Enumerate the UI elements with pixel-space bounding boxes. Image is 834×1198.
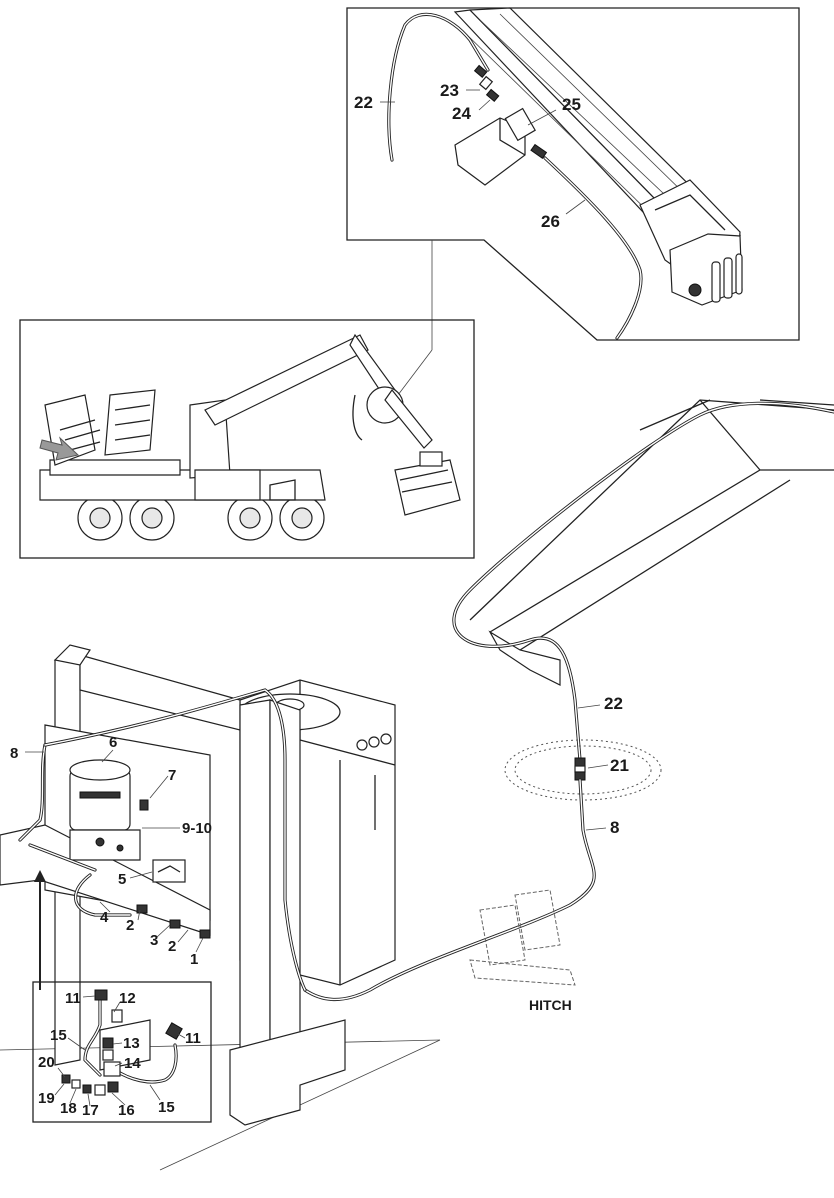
- callout-24: 24: [452, 104, 471, 123]
- detail-callout-13: 13: [123, 1035, 140, 1052]
- machine-overview-inset: [19, 319, 475, 559]
- detail-callout-15-b: 15: [158, 1099, 175, 1116]
- hitch-label: HITCH: [529, 997, 572, 1013]
- callout-2-b: 2: [168, 938, 176, 955]
- detail-callout-11-a: 11: [65, 990, 81, 1007]
- detail-callout-11-b: 11: [185, 1030, 201, 1047]
- detail-callout-16: 16: [118, 1102, 135, 1119]
- machine-frame: 8 6 7 9-10 5 4 2 3 2 1: [0, 644, 441, 1171]
- callout-8-right: 8: [610, 818, 619, 837]
- callout-5: 5: [118, 871, 126, 888]
- callout-1: 1: [190, 951, 198, 968]
- callout-6: 6: [109, 734, 117, 751]
- callout-22-top: 22: [354, 93, 373, 112]
- detail-callout-15-a: 15: [50, 1027, 67, 1044]
- callout-8-left: 8: [10, 745, 18, 762]
- detail-callout-19: 19: [38, 1090, 55, 1107]
- boom-detail-inset: 22 23 24 25 26: [346, 7, 800, 341]
- fitting-detail-inset: 11 12 15 13 11 20 14 19 18 17 16 15: [32, 981, 212, 1123]
- callout-21: 21: [610, 756, 629, 775]
- callout-26: 26: [541, 212, 560, 231]
- callout-3: 3: [150, 932, 158, 949]
- callout-9-10: 9-10: [182, 820, 212, 837]
- callout-4: 4: [100, 909, 109, 926]
- detail-callout-17: 17: [82, 1102, 99, 1119]
- callout-7: 7: [168, 767, 176, 784]
- detail-callout-12: 12: [119, 990, 136, 1007]
- detail-callout-18: 18: [60, 1100, 77, 1117]
- detail-callout-20: 20: [38, 1054, 55, 1071]
- wheels: [77, 495, 325, 541]
- hitch-sketch: [469, 889, 576, 986]
- callout-2-a: 2: [126, 917, 134, 934]
- boom-main-view: 22 21 8 HITCH: [303, 399, 834, 1013]
- callout-25: 25: [562, 95, 581, 114]
- callout-22-mid: 22: [604, 694, 623, 713]
- detail-callout-14: 14: [124, 1055, 141, 1072]
- callout-23: 23: [440, 81, 459, 100]
